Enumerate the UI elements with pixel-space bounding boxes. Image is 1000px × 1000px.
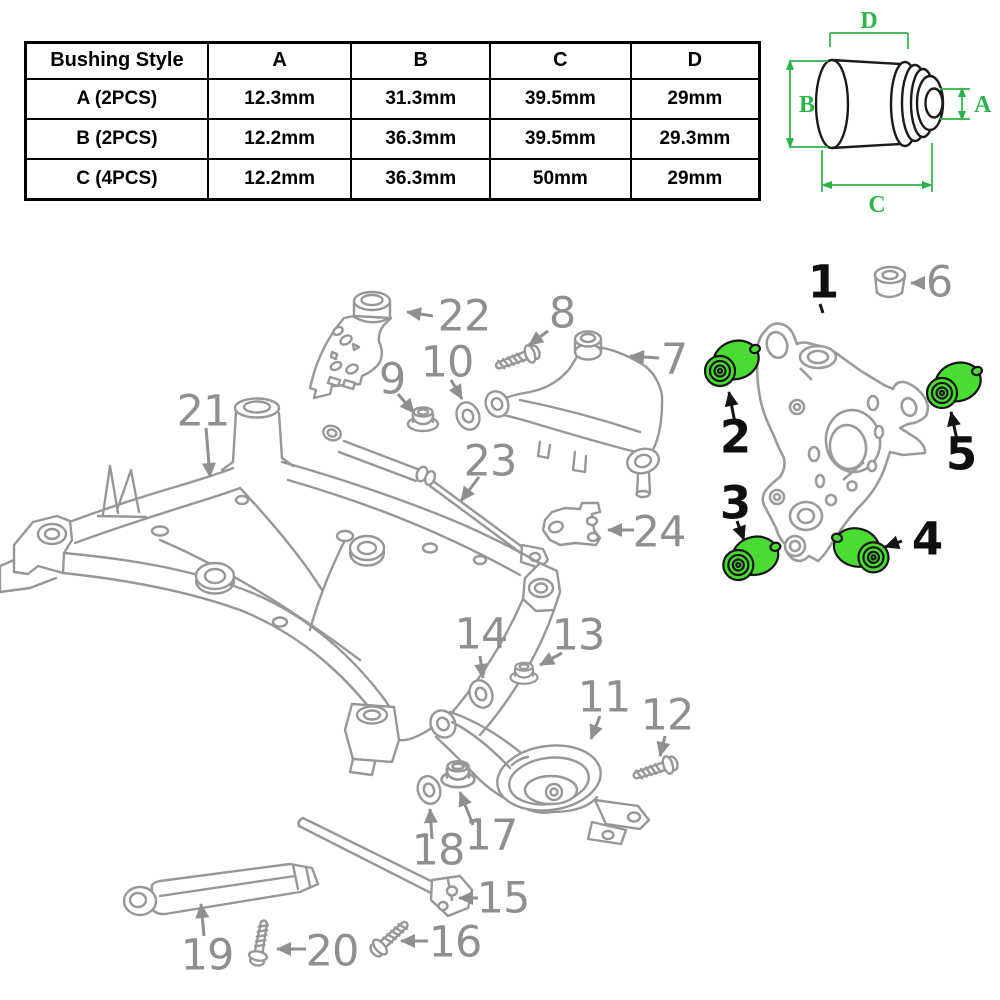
part-24-plate (541, 501, 602, 547)
part-label-11: 11 (577, 672, 632, 723)
part-label-7: 7 (660, 334, 688, 385)
part-12-bolt (629, 752, 682, 786)
bushing-2-highlight (703, 333, 765, 388)
part-22-bracket (308, 290, 393, 400)
cell-d: 29.3mm (629, 117, 761, 160)
cell-a: 12.3mm (206, 77, 353, 120)
part-label-6: 6 (925, 257, 953, 308)
part-label-15: 15 (476, 873, 531, 924)
dim-label-b: B (799, 92, 815, 118)
cell-d: 29mm (629, 77, 761, 120)
bushing-3-highlight (720, 526, 787, 586)
dimension-lines (786, 32, 970, 192)
table-row-c: C (4PCS) 12.2mm 36.3mm 50mm 29mm (24, 157, 761, 201)
part-13-nut (509, 661, 539, 685)
part-label-18: 18 (411, 825, 466, 876)
part-17-nut (440, 760, 476, 789)
part-label-10: 10 (420, 337, 475, 388)
part-label-14: 14 (454, 609, 509, 660)
part-label-12: 12 (640, 690, 695, 741)
part-label-1: 1 (807, 255, 839, 309)
header-b: B (350, 41, 491, 80)
dim-label-a: A (974, 92, 992, 118)
part-label-23: 23 (463, 436, 518, 487)
part-label-16: 16 (428, 917, 483, 968)
part-23-rod (322, 424, 550, 570)
part-label-24: 24 (632, 507, 687, 558)
part-label-9: 9 (378, 354, 406, 405)
header-a: A (206, 41, 353, 80)
part-14-washer (464, 675, 498, 713)
part-10-washer (451, 397, 485, 435)
cell-c: 50mm (489, 157, 632, 201)
cell-b: 31.3mm (350, 77, 491, 120)
header-d: D (629, 41, 761, 80)
cell-a: 12.2mm (206, 157, 353, 201)
cell-b: 36.3mm (350, 117, 491, 160)
knuckle-drawing (755, 322, 930, 563)
cell-d: 29mm (629, 157, 761, 201)
callout-arrows-gray (195, 276, 925, 956)
cell-style: A (2PCS) (24, 77, 209, 120)
part-label-3: 3 (719, 476, 751, 530)
bushing-5-highlight (925, 355, 987, 410)
part-19-link (122, 862, 320, 917)
cell-c: 39.5mm (489, 117, 632, 160)
part-label-2: 2 (719, 410, 751, 464)
header-c: C (489, 41, 632, 80)
part-1-tick (818, 303, 825, 314)
cell-a: 12.2mm (206, 117, 353, 160)
part-label-17: 17 (464, 810, 519, 861)
table-row-b: B (2PCS) 12.2mm 36.3mm 39.5mm 29.3mm (24, 117, 761, 160)
part-label-19: 19 (180, 930, 235, 981)
part-label-5: 5 (945, 427, 977, 481)
callout-arrows-black (724, 391, 961, 549)
part-label-20: 20 (305, 926, 360, 977)
part-label-21: 21 (176, 386, 231, 437)
subframe-drawing (0, 397, 562, 777)
bushing-spec-table: Bushing Style A B C D A (2PCS) 12.3mm 31… (24, 41, 761, 201)
part-7-upper-arm (484, 330, 664, 499)
part-label-22: 22 (437, 291, 492, 342)
part-20-bolt (246, 917, 275, 969)
part-8-bolt (491, 341, 544, 376)
dim-label-c: C (868, 192, 885, 218)
part-label-4: 4 (911, 512, 943, 566)
cell-style: C (4PCS) (24, 157, 209, 201)
cell-c: 39.5mm (489, 77, 632, 120)
part-16-bolt (365, 915, 414, 962)
part-15-rod (297, 816, 474, 918)
part-18-washer (413, 772, 445, 808)
bushing-drawing (814, 58, 945, 150)
cell-style: B (2PCS) (24, 117, 209, 160)
header-bushing-style: Bushing Style (24, 41, 209, 80)
table-row-a: A (2PCS) 12.3mm 31.3mm 39.5mm 29mm (24, 77, 761, 120)
part-label-8: 8 (548, 288, 576, 339)
part-11-lower-arm (429, 709, 651, 846)
part-6-grommet (873, 265, 907, 299)
cell-b: 36.3mm (350, 157, 491, 201)
part-label-13: 13 (551, 610, 606, 661)
dim-label-d: D (860, 8, 877, 34)
bushing-dimension-diagram: D B A C (786, 8, 992, 218)
